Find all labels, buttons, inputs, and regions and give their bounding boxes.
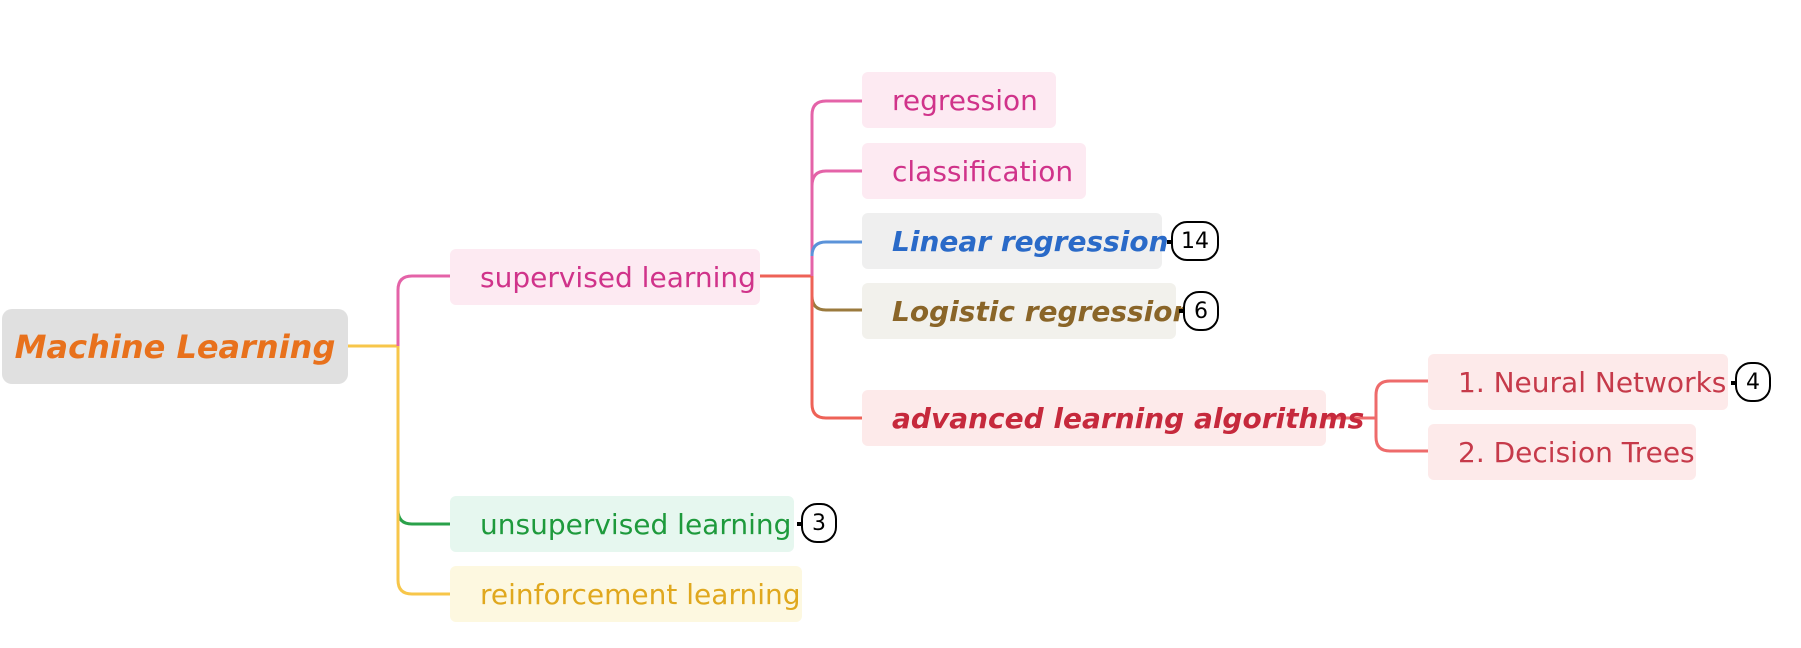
link-root-reinforcement: [396, 346, 450, 596]
link-trees: [1374, 418, 1428, 453]
node-decision-trees[interactable]: 2. Decision Trees: [1428, 424, 1696, 480]
node-reinforcement-learning[interactable]: reinforcement learning: [450, 566, 802, 622]
linear-regression-count: 14: [1181, 228, 1209, 254]
link-classification: [810, 169, 862, 187]
link-regression: [810, 99, 862, 276]
root-node-label: Machine Learning: [14, 327, 336, 366]
node-advanced-learning-algorithms[interactable]: advanced learning algorithms: [862, 390, 1364, 446]
node-linear-regression[interactable]: Linear regression: [862, 213, 1169, 269]
node-supervised-learning-label: supervised learning: [480, 260, 756, 294]
node-decision-trees-label: 2. Decision Trees: [1458, 435, 1695, 469]
logistic-regression-collapsed-count[interactable]: 6: [1183, 291, 1219, 331]
node-unsupervised-learning[interactable]: unsupervised learning: [450, 496, 794, 552]
node-logistic-regression[interactable]: Logistic regression: [862, 283, 1192, 339]
node-unsupervised-learning-label: unsupervised learning: [480, 507, 792, 541]
node-reinforcement-learning-label: reinforcement learning: [480, 577, 801, 611]
logistic-regression-count: 6: [1194, 298, 1208, 324]
unsupervised-learning-collapse-tick: [797, 522, 803, 526]
link-root-supervised: [396, 274, 450, 346]
neural-networks-collapse-tick: [1731, 381, 1737, 385]
node-neural-networks[interactable]: 1. Neural Networks: [1428, 354, 1728, 410]
node-logistic-regression-label: Logistic regression: [892, 294, 1193, 328]
linear-regression-collapsed-count[interactable]: 14: [1171, 221, 1219, 261]
link-advanced: [810, 276, 862, 420]
node-classification-label: classification: [892, 154, 1074, 188]
node-supervised-learning[interactable]: supervised learning: [450, 249, 760, 305]
link-neural: [1374, 379, 1428, 418]
node-classification[interactable]: classification: [862, 143, 1086, 199]
node-linear-regression-label: Linear regression: [892, 224, 1169, 258]
root-node[interactable]: Machine Learning: [2, 309, 348, 384]
linear-regression-collapse-tick: [1167, 240, 1173, 244]
link-root-unsupervised: [396, 346, 450, 526]
node-advanced-learning-algorithms-label: advanced learning algorithms: [892, 401, 1365, 435]
link-linear: [810, 240, 862, 257]
node-regression[interactable]: regression: [862, 72, 1056, 128]
neural-networks-collapsed-count[interactable]: 4: [1735, 362, 1771, 402]
link-logistic: [810, 276, 862, 312]
neural-networks-count: 4: [1746, 369, 1760, 395]
node-regression-label: regression: [892, 83, 1038, 117]
logistic-regression-collapse-tick: [1179, 309, 1185, 313]
unsupervised-learning-collapsed-count[interactable]: 3: [801, 503, 837, 543]
unsupervised-learning-count: 3: [812, 510, 826, 536]
node-neural-networks-label: 1. Neural Networks: [1458, 365, 1727, 399]
